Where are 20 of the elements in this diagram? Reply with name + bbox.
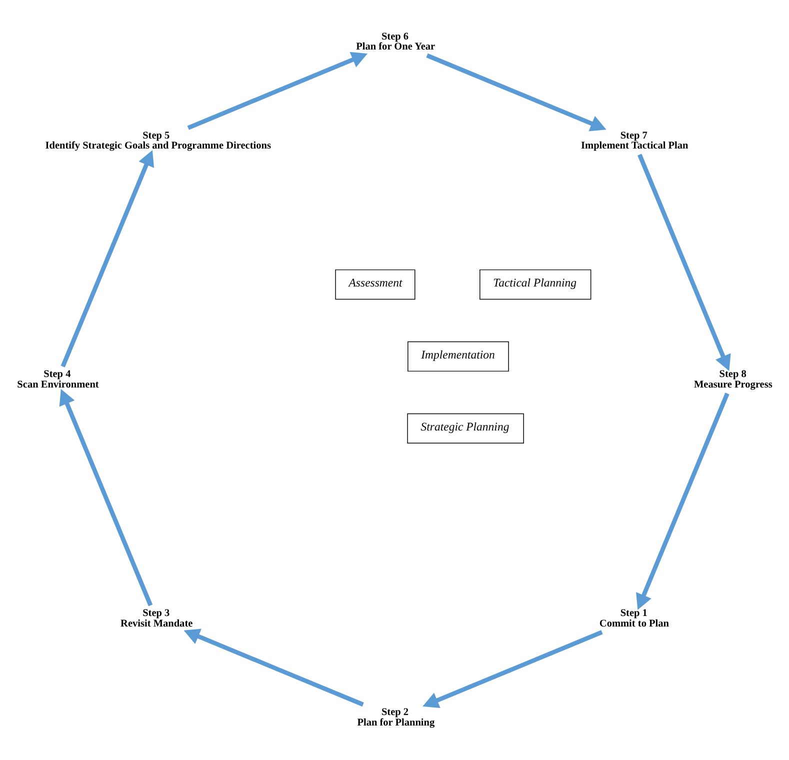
node-text: Step 4 Scan Environment bbox=[17, 369, 99, 390]
node-text: Step 1 Commit to Plan bbox=[599, 608, 669, 630]
node-text: Step 2 Plan for Planning bbox=[357, 707, 435, 728]
arrow bbox=[638, 154, 731, 371]
node-text: Step 7 Implement Tactical Plan bbox=[581, 130, 688, 152]
node-box: Strategic Planning bbox=[407, 413, 524, 444]
arrow bbox=[184, 628, 364, 707]
arrow bbox=[426, 53, 606, 132]
node-box: Assessment bbox=[335, 269, 416, 300]
arrow bbox=[59, 389, 153, 606]
node-box: Tactical Planning bbox=[480, 269, 592, 300]
node-box: Implementation bbox=[408, 341, 509, 372]
arrow bbox=[636, 392, 730, 610]
arrow bbox=[60, 150, 154, 368]
node-text: Step 8 Measure Progress bbox=[694, 369, 772, 390]
arrow bbox=[422, 630, 603, 708]
node-text: Step 3 Revisit Mandate bbox=[120, 608, 193, 630]
node-text: Step 5 Identify Strategic Goals and Programme Directions bbox=[45, 130, 271, 152]
arrow bbox=[187, 52, 368, 130]
node-text: Step 6 Plan for One Year bbox=[356, 31, 436, 53]
